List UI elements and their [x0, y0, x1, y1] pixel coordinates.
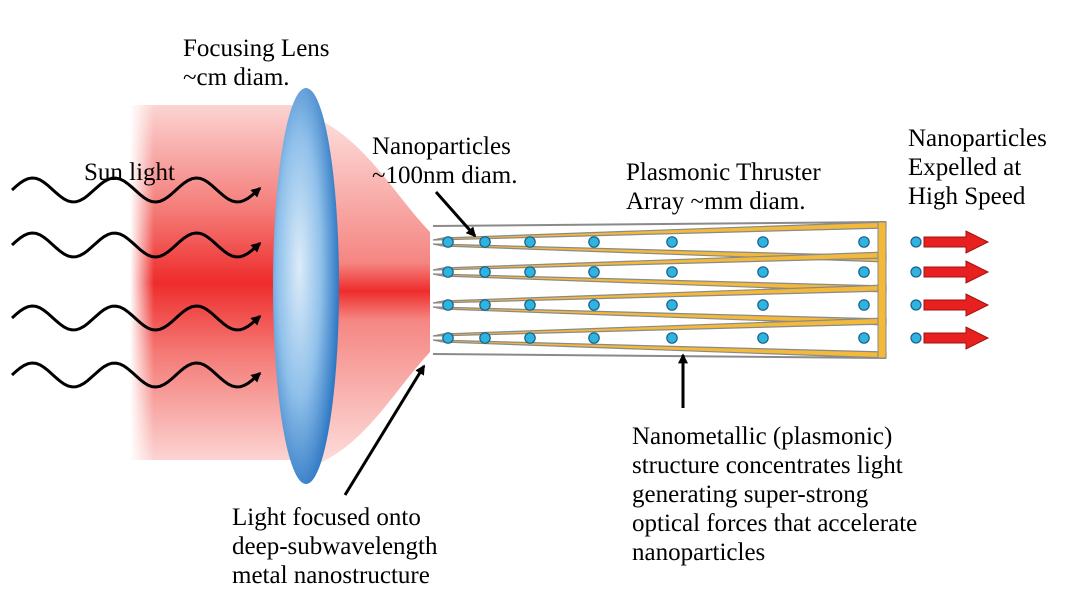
nanoparticle-2-6	[757, 266, 769, 278]
light-beam-fade	[130, 105, 154, 460]
nanoparticle-2-2	[479, 266, 491, 278]
nanoparticle-grid	[442, 236, 870, 344]
focusing-lens	[273, 88, 339, 484]
sunlight-wave-2	[10, 231, 262, 259]
nanoparticle-2-3	[524, 266, 536, 278]
nanoparticle-4-3	[524, 332, 536, 344]
expel-arrow-3	[923, 293, 990, 317]
sunlight-wave-3	[10, 304, 262, 332]
nanoparticle-1-5	[666, 236, 678, 248]
sunlight-wave-4	[10, 361, 262, 389]
sunlight-wave-1	[10, 176, 262, 204]
nanoparticle-2-5	[666, 266, 678, 278]
nanoparticle-1-1	[442, 236, 454, 248]
expelled-particle-3	[910, 299, 922, 311]
nanoparticle-1-3	[524, 236, 536, 248]
sunlight-label: Sun light	[84, 159, 175, 186]
nanoparticle-1-6	[757, 236, 769, 248]
structure-label: Nanometallic (plasmonic) structure conce…	[632, 423, 918, 566]
nanoparticles-pointer-arrow	[434, 191, 477, 238]
expel-arrow-4	[923, 326, 990, 350]
nanoparticle-4-6	[757, 332, 769, 344]
nanoparticle-4-4	[588, 332, 600, 344]
nanoparticle-1-4	[588, 236, 600, 248]
array-bottom-edge	[432, 353, 887, 359]
lens-label: Focusing Lens ~cm diam.	[183, 35, 330, 91]
nanoparticle-3-4	[588, 299, 600, 311]
nanoparticle-4-5	[666, 332, 678, 344]
expelled-particles	[910, 230, 990, 350]
array-exit-face	[877, 221, 887, 359]
thruster-label: Plasmonic Thruster Array ~mm diam.	[626, 159, 821, 215]
expel-arrow-2	[923, 260, 990, 284]
expel-arrow-1	[923, 230, 990, 254]
nanoparticle-1-7	[858, 236, 870, 248]
nanoparticle-2-7	[858, 266, 870, 278]
channel-wall-top-4	[432, 317, 887, 337]
nanoparticle-2-1	[442, 266, 454, 278]
expelled-particle-4	[910, 332, 922, 344]
nanoparticle-1-2	[479, 236, 491, 248]
expelled-particle-1	[910, 236, 922, 248]
expelled-label: Nanoparticles Expelled at High Speed	[908, 125, 1047, 210]
nanoparticle-4-7	[858, 332, 870, 344]
nanoparticle-3-3	[524, 299, 536, 311]
channel-wall-top-3	[432, 284, 887, 304]
channel-wall-top-2	[432, 251, 887, 271]
nanoparticle-3-2	[479, 299, 491, 311]
expelled-particle-2	[910, 266, 922, 278]
nanoparticle-3-1	[442, 299, 454, 311]
array-top-edge	[432, 221, 887, 227]
nanoparticle-4-1	[442, 332, 454, 344]
focus-pointer-arrow	[343, 364, 426, 496]
sunlight-waves	[10, 176, 262, 389]
nanoparticles-label: Nanoparticles ~100nm diam.	[372, 133, 518, 189]
nanoparticle-3-6	[757, 299, 769, 311]
focused-light-label: Light focused onto deep-subwavelength me…	[232, 504, 438, 589]
nanoparticle-2-4	[588, 266, 600, 278]
nanoparticle-4-2	[479, 332, 491, 344]
nanoparticle-3-5	[666, 299, 678, 311]
thruster-array	[432, 221, 887, 359]
nanoparticle-3-7	[858, 299, 870, 311]
